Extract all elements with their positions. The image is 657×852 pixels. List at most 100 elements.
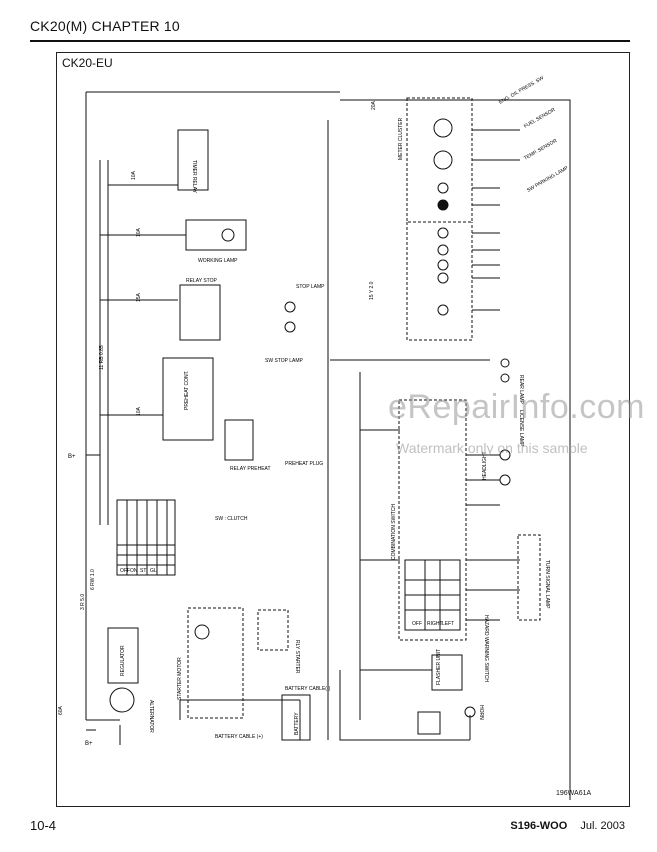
combo-row-left: LEFT [442, 621, 454, 627]
battery-cable-minus-label: BATTERY CABLE(-) [285, 686, 331, 692]
preheat-cont-label: PREHEAT CONT. [184, 370, 190, 410]
fuse-2: 10A [136, 227, 142, 237]
timer-relay [177, 129, 209, 191]
doc-date: Jul. 2003 [580, 820, 625, 832]
battery-label: BATTERY [294, 712, 300, 735]
horn-switch [417, 711, 441, 735]
indicator-icon-5 [437, 259, 449, 271]
page-header: CK20(M) CHAPTER 10 [30, 18, 180, 34]
wire-label-bplus-1: B+ [68, 454, 76, 460]
indicator-icon-1 [437, 182, 449, 194]
indicator-icon-6 [437, 272, 449, 284]
watermark-sub: Watermark only on this sample [396, 440, 588, 456]
relay-stop [179, 284, 221, 341]
working-lamp-icon [221, 228, 235, 242]
alternator-icon [109, 687, 135, 713]
working-lamp-switch [185, 219, 247, 251]
temp-gauge-icon [433, 150, 453, 170]
combo-row-right: RIGHT [427, 621, 443, 627]
temp-sensor-label: TEMP. SENSOR [523, 138, 559, 162]
combination-switch-grid [404, 559, 461, 631]
branch-wires [86, 184, 186, 456]
eng-oil-press-label: ENG. OIL PRESS. SW [498, 75, 545, 106]
header-rule [30, 40, 630, 42]
stop-lamp-icon [284, 301, 296, 313]
fuse-6: 60A [58, 705, 64, 715]
horn-wire [339, 670, 471, 741]
license-lamp-label: LICENSE LAMP [518, 410, 524, 447]
key-row-off: OFF [120, 568, 130, 574]
horn-icon [464, 706, 476, 718]
wire-label-15y: 15 Y 2.0 [369, 281, 375, 300]
starter-motor-label: STARTER MOTOR [177, 657, 183, 700]
relay-stop-label: RELAY STOP [186, 278, 218, 284]
doc-id: S196-WOO [510, 820, 568, 832]
model-label: CK20-EU [62, 56, 113, 70]
rear-lamp-label: REAR LAMP [518, 375, 524, 405]
wire-label-bplus-2: B+ [85, 741, 93, 747]
turn-signal-lamp-label: TURN SIGNAL LAMP [544, 560, 550, 609]
combo-row-off: OFF [412, 621, 422, 627]
stop-lamp-icon-2 [284, 321, 296, 333]
combination-switch-label: COMBINATION SWITCH [391, 504, 397, 560]
hazard-switch-label: HAZARD WARNING SWITCH [483, 615, 489, 682]
fuse-3: 15A [136, 292, 142, 302]
key-row-st: ST [140, 568, 146, 574]
wire-label-3r: 3 R 5.0 [80, 594, 86, 610]
diagram-frame [56, 52, 630, 807]
right-lamp-wires [330, 359, 490, 720]
meter-cluster-lower [406, 222, 473, 341]
indicator-icon-3 [437, 227, 449, 239]
battery-cable-plus-label: BATTERY CABLE (+) [215, 734, 263, 740]
headlight-icon [499, 449, 511, 461]
fuse-5: 20A [371, 100, 377, 110]
flasher-unit-label: FLASHER UNIT [436, 649, 442, 685]
relay-preheat [224, 419, 254, 461]
fuel-sensor-label: FUEL SENSOR [523, 107, 557, 130]
watermark: eRepairInfo.com [388, 388, 645, 426]
combo-switch-box [398, 399, 467, 641]
fuse-4: 10A [136, 406, 142, 416]
headlight-icon-2 [499, 474, 511, 486]
fuel-gauge-icon [433, 118, 453, 138]
indicator-icon-7 [437, 304, 449, 316]
timer-relay-label: TIMER RELAY [191, 160, 197, 194]
indicator-icon-4 [437, 244, 449, 256]
working-lamp-label: WORKING LAMP [198, 258, 238, 264]
key-row-on: ON [130, 568, 138, 574]
key-switch-grid [116, 499, 176, 576]
headlight-label: HEADLIGHT [482, 451, 488, 480]
indicator-icon-2 [437, 199, 449, 211]
regulator [107, 627, 139, 684]
page-number: 10-4 [30, 818, 57, 833]
starter-motor-box [187, 607, 244, 719]
bottom-left-wires [86, 699, 301, 745]
rly-starter [257, 609, 289, 651]
alternator-label: ALTERNATOR [148, 700, 154, 733]
main-bus-wire [85, 91, 340, 731]
fuse-1: 10A [131, 170, 137, 180]
starter-motor-icon [194, 624, 210, 640]
wire-label-6rw: 6 RW 1.0 [90, 569, 96, 590]
top-right-wire [340, 99, 571, 800]
sw-clutch-label: SW : CLUTCH [215, 516, 248, 522]
meter-wires [472, 129, 520, 311]
meter-cluster-box [406, 97, 473, 223]
preheat-plug-label: PREHEAT PLUG [285, 461, 323, 467]
footer-info: S196-WOO Jul. 2003 [510, 820, 625, 832]
rear-lamp-icon-2 [500, 373, 510, 383]
key-row-gl: GL [150, 568, 157, 574]
horn-label: HORN [478, 705, 484, 720]
flasher-box [431, 654, 463, 691]
turn-signal-lamp [517, 534, 541, 621]
wire-label-11rb: 11 RB 0.85 [99, 345, 105, 370]
sw-stop-lamp-label: SW STOP LAMP [265, 358, 304, 364]
rly-starter-label: RLY STARTER [294, 640, 300, 674]
preheat-controller [162, 357, 214, 441]
battery [281, 694, 311, 741]
rear-lamp-icon [500, 358, 510, 368]
meter-cluster-label: METER CLUSTER [398, 117, 404, 160]
regulator-label: REGULATOR [120, 645, 126, 676]
stop-lamp-label: STOP LAMP [296, 284, 325, 290]
